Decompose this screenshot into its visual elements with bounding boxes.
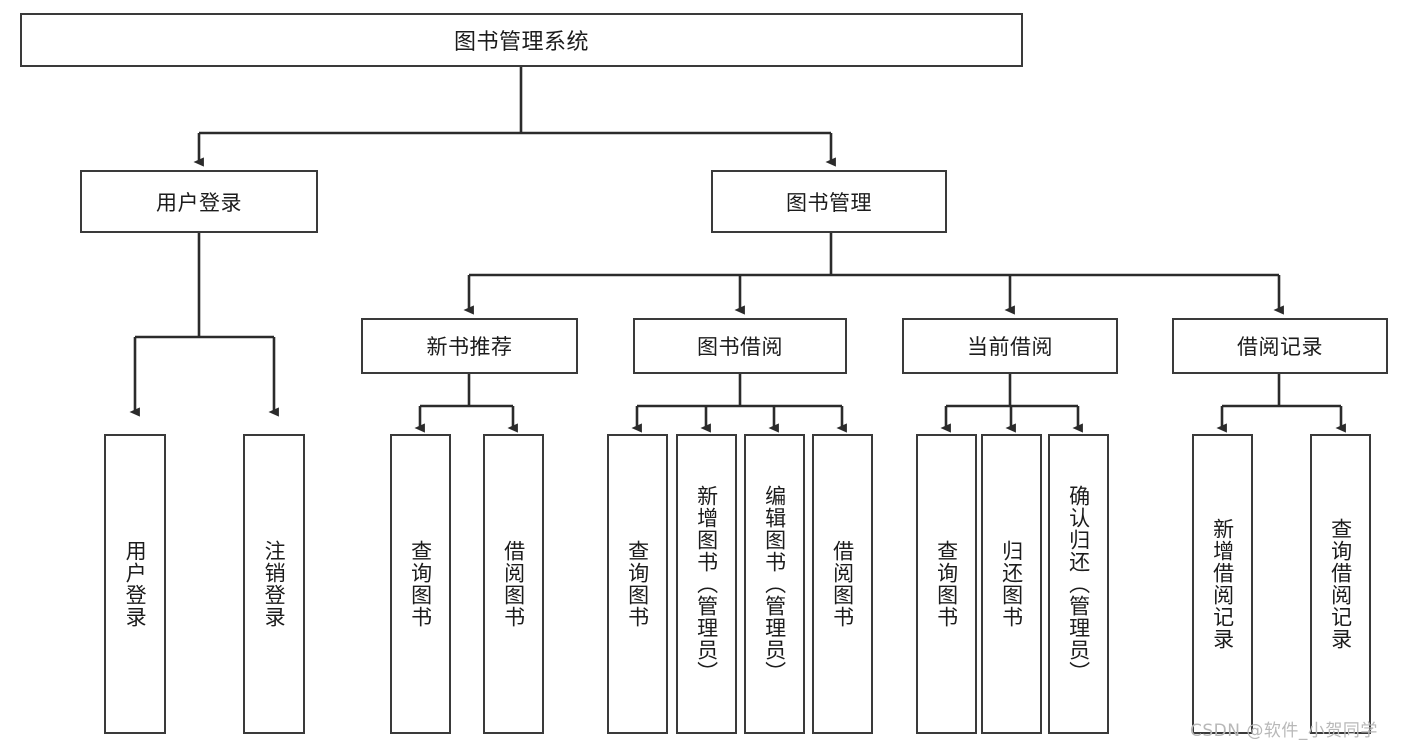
node-label: 图书管理系统: [453, 30, 589, 55]
node-new-book-recommend[interactable]: 新书推荐: [361, 318, 578, 374]
node-borrow-record[interactable]: 借阅记录: [1172, 318, 1388, 374]
node-label: 查询图书: [625, 540, 650, 628]
node-label: 用户登录: [123, 540, 148, 628]
leaf-add-borrow-record[interactable]: 新增借阅记录: [1192, 434, 1253, 734]
watermark-text: CSDN @软件_小贺同学: [1190, 721, 1378, 741]
leaf-borrow-book-recommend[interactable]: 借阅图书: [483, 434, 544, 734]
node-label: 图书管理: [786, 190, 872, 215]
leaf-user-login[interactable]: 用户登录: [104, 434, 166, 734]
node-label: 用户登录: [156, 190, 242, 215]
leaf-return-book[interactable]: 归还图书: [981, 434, 1042, 734]
node-label: 确认归还（管理员）: [1066, 485, 1091, 683]
leaf-edit-book-admin[interactable]: 编辑图书（管理员）: [744, 434, 805, 734]
node-user-login[interactable]: 用户登录: [80, 170, 318, 233]
leaf-add-book-admin[interactable]: 新增图书（管理员）: [676, 434, 737, 734]
node-label: 查询图书: [934, 540, 959, 628]
node-label: 当前借阅: [967, 335, 1053, 359]
node-label: 归还图书: [999, 540, 1024, 628]
leaf-query-book-current[interactable]: 查询图书: [916, 434, 977, 734]
node-label: 借阅图书: [501, 540, 526, 628]
leaf-query-book-recommend[interactable]: 查询图书: [390, 434, 451, 734]
leaf-confirm-return-admin[interactable]: 确认归还（管理员）: [1048, 434, 1109, 734]
node-label: 查询图书: [408, 540, 433, 628]
leaf-logout[interactable]: 注销登录: [243, 434, 305, 734]
node-label: 新书推荐: [426, 335, 513, 359]
node-label: 注销登录: [262, 540, 287, 628]
node-label: 新增图书（管理员）: [694, 485, 719, 683]
node-root-library-system[interactable]: 图书管理系统: [20, 13, 1023, 67]
leaf-borrow-book[interactable]: 借阅图书: [812, 434, 873, 734]
node-label: 查询借阅记录: [1328, 518, 1353, 650]
node-book-borrow[interactable]: 图书借阅: [633, 318, 847, 374]
node-label: 图书借阅: [697, 335, 783, 359]
node-label: 借阅记录: [1237, 335, 1323, 359]
leaf-query-borrow-record[interactable]: 查询借阅记录: [1310, 434, 1371, 734]
node-label: 编辑图书（管理员）: [762, 485, 787, 683]
leaf-query-book-borrow[interactable]: 查询图书: [607, 434, 668, 734]
node-current-borrow[interactable]: 当前借阅: [902, 318, 1118, 374]
node-label: 新增借阅记录: [1210, 518, 1235, 650]
node-label: 借阅图书: [830, 540, 855, 628]
node-book-management[interactable]: 图书管理: [711, 170, 947, 233]
